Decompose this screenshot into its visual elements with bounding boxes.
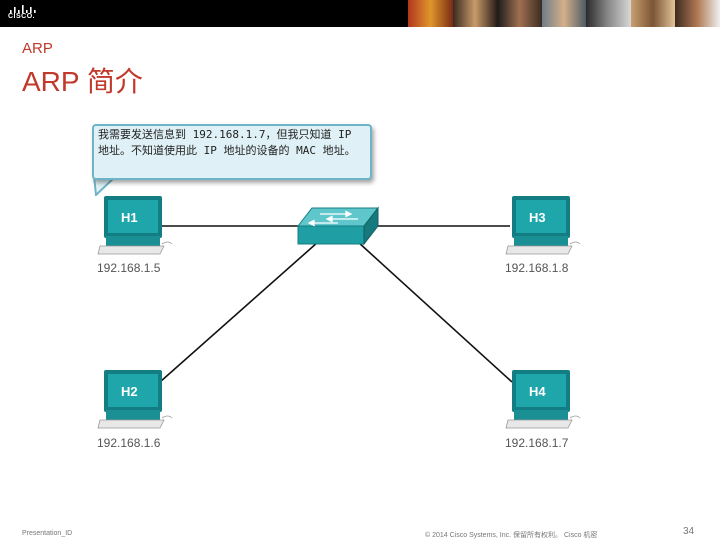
ip-label-h1: 192.168.1.5 bbox=[97, 261, 161, 275]
banner-photo bbox=[541, 0, 587, 27]
banner-photo bbox=[497, 0, 542, 27]
page-title: ARP 简介 bbox=[22, 66, 143, 97]
footer-presentation-id: Presentation_ID bbox=[22, 530, 73, 537]
top-banner: CISCO. bbox=[0, 0, 720, 27]
page-number: 34 bbox=[683, 526, 695, 537]
switch-icon bbox=[296, 206, 380, 246]
banner-photo bbox=[675, 0, 720, 27]
banner-photo-strip bbox=[408, 0, 720, 27]
ip-label-h2: 192.168.1.6 bbox=[97, 436, 161, 450]
banner-photo bbox=[408, 0, 453, 27]
host-name-h3: H3 bbox=[529, 210, 546, 225]
speech-bubble bbox=[92, 124, 372, 180]
pc-h4-icon bbox=[505, 370, 581, 429]
host-name-h4: H4 bbox=[529, 384, 546, 399]
host-name-h1: H1 bbox=[121, 210, 138, 225]
ip-label-h4: 192.168.1.7 bbox=[505, 436, 569, 450]
speech-bubble-text: 我需要发送信息到 192.168.1.7，但我只知道 IP 地址。不知道使用此 … bbox=[98, 128, 356, 157]
pc-h1-icon bbox=[97, 196, 173, 255]
banner-photo bbox=[586, 0, 631, 27]
ip-label-h3: 192.168.1.8 bbox=[505, 261, 569, 275]
footer-copyright: © 2014 Cisco Systems, Inc. 保留所有权利。 Cisco… bbox=[425, 532, 598, 539]
pc-h2-icon bbox=[97, 370, 173, 429]
link-switch-h4 bbox=[357, 241, 513, 383]
banner-photo bbox=[452, 0, 498, 27]
pc-h3-icon bbox=[505, 196, 581, 255]
cisco-logo-icon bbox=[10, 5, 36, 13]
section-label: ARP bbox=[22, 40, 53, 57]
host-name-h2: H2 bbox=[121, 384, 138, 399]
banner-photo bbox=[630, 0, 676, 27]
logo-text: CISCO. bbox=[8, 13, 36, 20]
link-switch-h2 bbox=[159, 241, 319, 383]
